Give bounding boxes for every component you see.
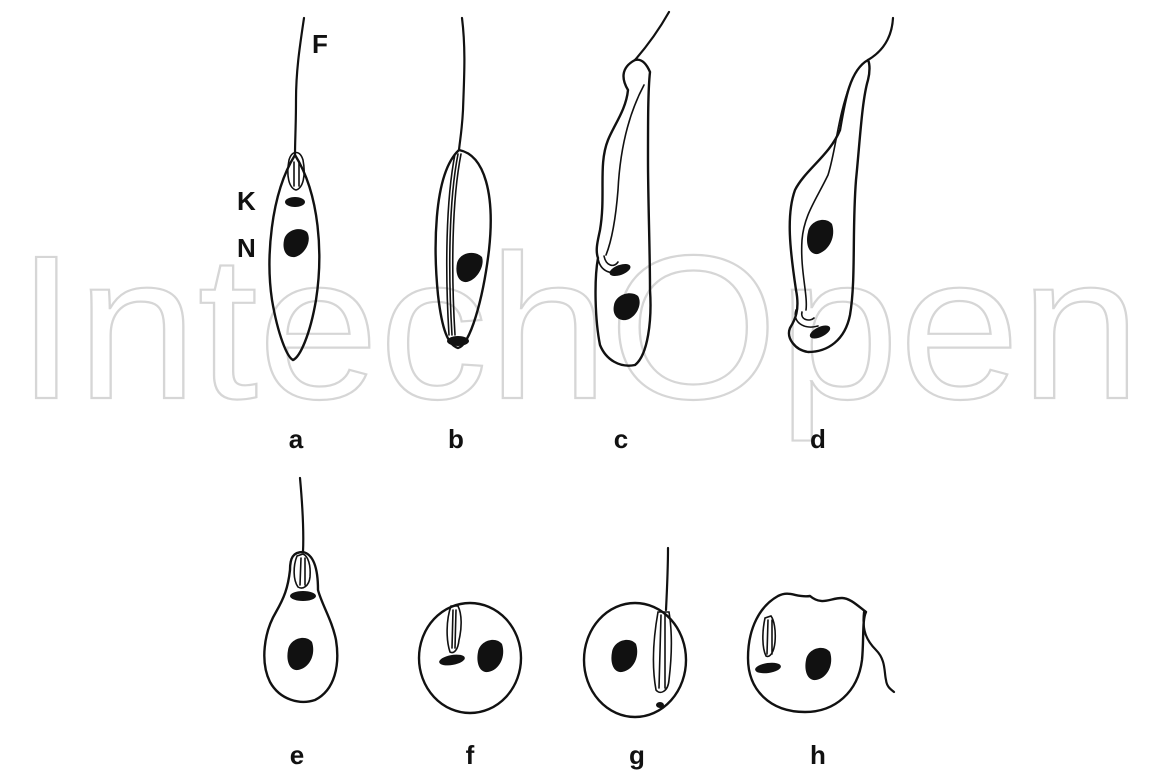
panel-label-h: h (810, 740, 826, 770)
panel-label-f: f (466, 740, 475, 770)
flagellum-c (635, 12, 669, 60)
cell-body-h (748, 594, 866, 712)
cell-f (419, 603, 521, 713)
cell-body-f (419, 603, 521, 713)
flagellum-d (868, 18, 893, 60)
kinetoplast-h (754, 661, 781, 675)
flagellum-h (864, 612, 895, 692)
flagellum-internal-g (654, 612, 672, 692)
kinetoplast-b (447, 336, 469, 346)
flagellum-a (295, 18, 304, 155)
label-flagellum: F (312, 29, 328, 59)
cell-h (748, 594, 894, 712)
cell-g (584, 548, 686, 717)
flagellum-g (666, 548, 668, 610)
cell-e (264, 478, 337, 702)
flagellum-internal-h (763, 616, 775, 656)
panel-label-b: b (448, 424, 464, 454)
flagellum-e (300, 478, 303, 552)
panel-label-c: c (614, 424, 628, 454)
panel-label-g: g (629, 740, 645, 770)
kinetoplast-e (290, 591, 316, 601)
nucleus-g (611, 640, 637, 672)
flagellar-pocket-e (294, 554, 310, 588)
flagellum-b (459, 18, 464, 150)
panel-label-e: e (290, 740, 304, 770)
nucleus-f (477, 640, 503, 672)
kinetoplast-g (656, 702, 664, 708)
nucleus-h (805, 648, 831, 680)
watermark: IntechOpen (16, 213, 1141, 442)
kinetoplast-f (438, 653, 465, 667)
kinetoplast-a (285, 197, 305, 207)
nucleus-e (287, 638, 313, 670)
panel-label-d: d (810, 424, 826, 454)
flagellum-internal-f (447, 606, 461, 653)
panel-label-a: a (289, 424, 304, 454)
label-nucleus: N (237, 233, 256, 263)
label-kinetoplast: K (237, 186, 256, 216)
